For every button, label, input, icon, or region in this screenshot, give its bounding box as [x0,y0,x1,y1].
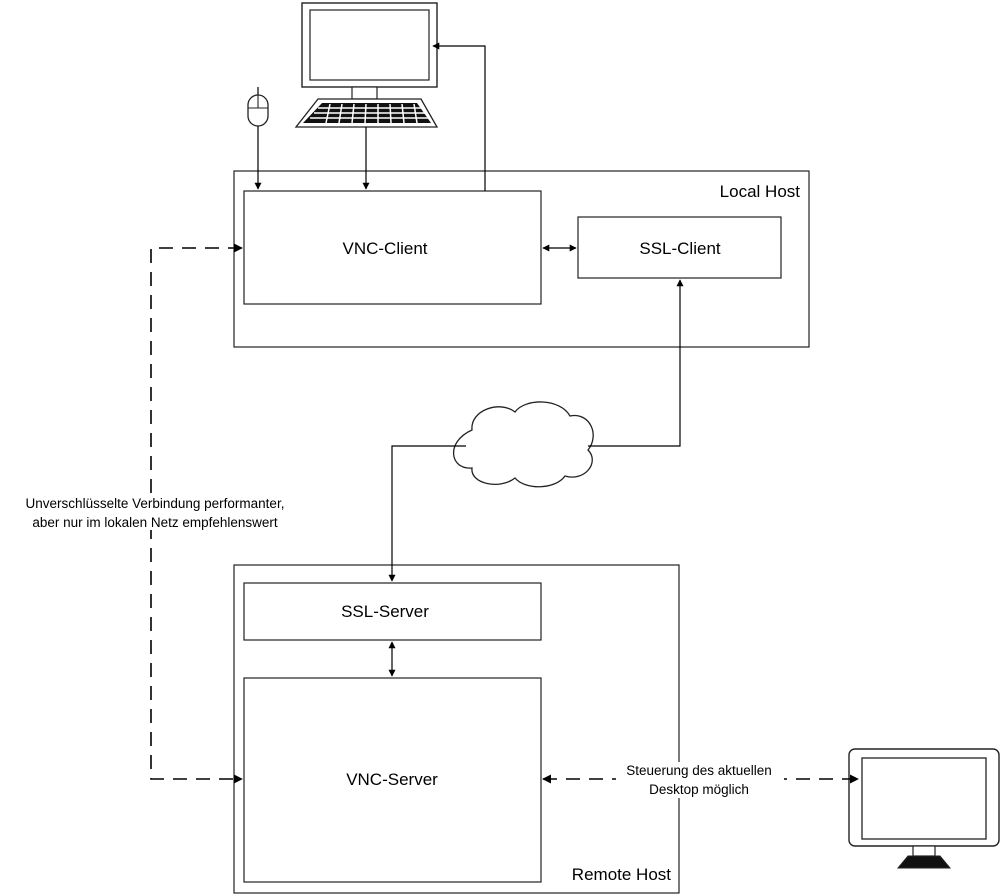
remote-host-label: Remote Host [572,865,671,884]
local-host-label: Local Host [720,182,801,201]
unencrypted-note-bg [10,494,300,530]
cloud-icon [452,401,594,488]
cloud-to-ssl-server-arrow [388,445,466,582]
mouse-icon [247,87,269,127]
control-note-line1: Steuerung des aktuellen [626,763,772,778]
control-note-line2: Desktop möglich [649,782,749,797]
unencrypted-note-line1: Unverschlüsselte Verbindung performanter… [26,496,285,511]
keyboard-icon [294,98,439,128]
ssl-client-box: SSL-Client [577,216,782,279]
computer-icon [301,2,438,100]
vnc-client-label: VNC-Client [342,239,427,258]
monitor-icon [848,748,1000,869]
vnc-client-box: VNC-Client [243,190,542,305]
ssl-server-label: SSL-Server [341,602,429,621]
cloud-to-ssl-client-arrow [588,279,684,447]
control-note-bg [616,762,784,798]
ssl-server-box: SSL-Server [243,582,542,641]
ssl-client-label: SSL-Client [639,239,721,258]
vnc-client-to-monitor-arrow [432,42,486,191]
vnc-server-box: VNC-Server [243,677,542,883]
vnc-server-label: VNC-Server [346,770,438,789]
unencrypted-note-line2: aber nur im lokalen Netz empfehlenswert [32,515,278,530]
